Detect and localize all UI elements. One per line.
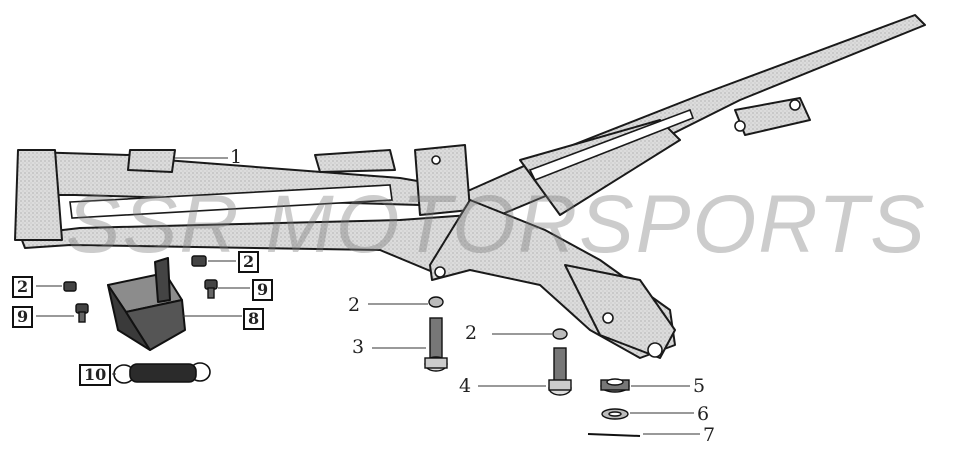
- callout-5: 5: [693, 375, 706, 397]
- callout-9-boxed-left: 9: [12, 306, 34, 328]
- frame-holes: [69, 99, 801, 358]
- callout-1: 1: [230, 146, 243, 168]
- callout-2-boxed: 2: [238, 251, 260, 273]
- callout-7: 7: [703, 424, 716, 446]
- callout-3: 3: [352, 336, 365, 358]
- callout-2: 2: [348, 294, 361, 316]
- battery-box-part: [107, 257, 186, 351]
- bolt-3-assembly: [424, 296, 448, 372]
- callout-8-boxed: 8: [243, 308, 265, 330]
- callout-2-boxed-left: 2: [12, 276, 34, 298]
- callout-2-right: 2: [465, 322, 478, 344]
- callout-4: 4: [459, 375, 472, 397]
- callout-6: 6: [697, 403, 710, 425]
- bolt-4-assembly: [548, 328, 572, 396]
- callout-10-boxed: 10: [79, 364, 112, 386]
- small-fasteners: [63, 255, 218, 323]
- callout-9-boxed: 9: [252, 279, 274, 301]
- strap-part: [113, 362, 211, 384]
- nut-washer-pin: [587, 378, 641, 437]
